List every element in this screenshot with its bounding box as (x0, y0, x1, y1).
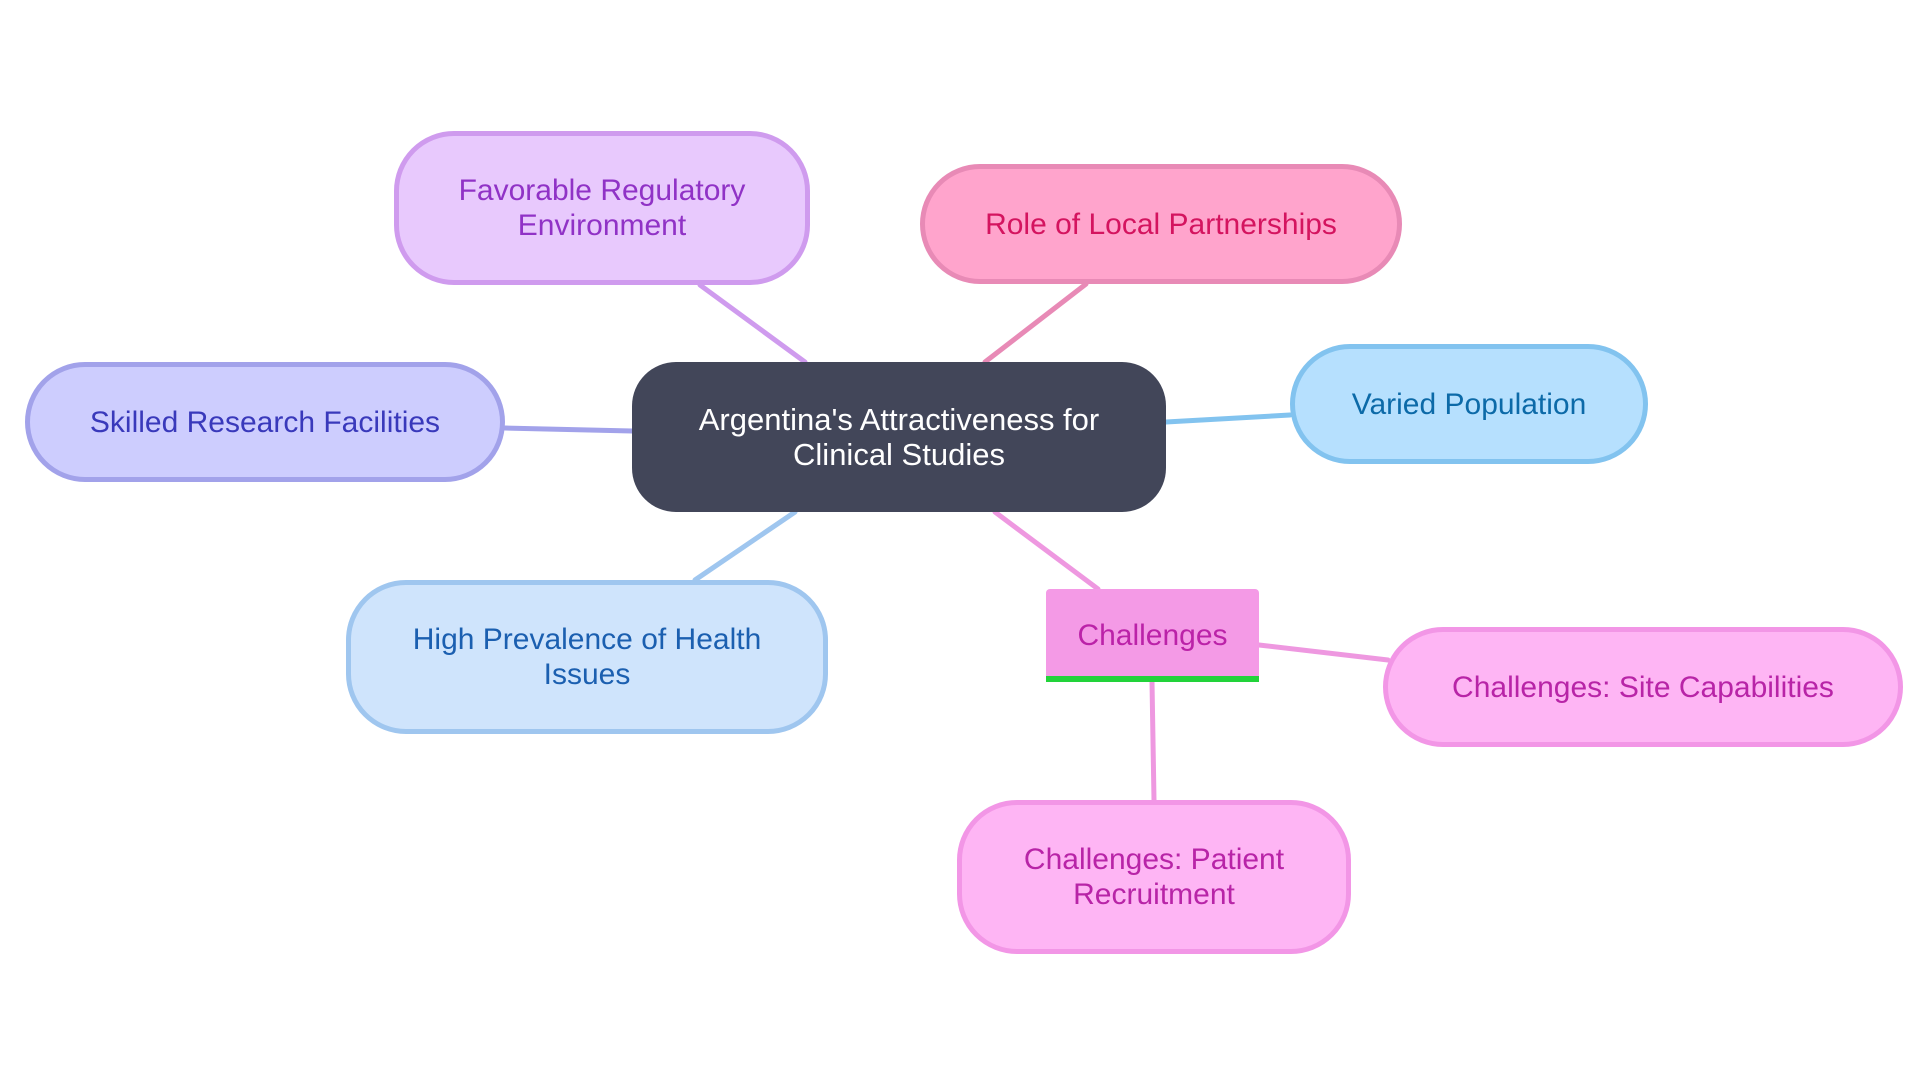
root-node: Argentina's Attractiveness for Clinical … (632, 362, 1166, 512)
edge-root-regulatory (697, 282, 808, 365)
node-label: Challenges (1077, 619, 1228, 652)
node-label: Favorable Regulatory Environment (458, 174, 746, 242)
node-label: Challenges: Site Capabilities (1452, 670, 1834, 704)
node-skilled-research-facilities: Skilled Research Facilities (25, 362, 505, 482)
challenges-underline-bar (1046, 676, 1259, 682)
node-label: Role of Local Partnerships (985, 207, 1337, 241)
edge-root-prevalence (692, 509, 798, 583)
node-label: Challenges: Patient Recruitment (1023, 843, 1285, 911)
edge-root-population (1163, 412, 1293, 425)
node-challenges: Challenges (1046, 589, 1259, 682)
node-high-prevalence-of-health-issues: High Prevalence of Health Issues (346, 580, 828, 734)
edge-root-partnerships (982, 281, 1089, 365)
node-label: High Prevalence of Health Issues (412, 623, 762, 691)
node-challenges-site-capabilities: Challenges: Site Capabilities (1383, 627, 1903, 747)
node-label: Varied Population (1351, 387, 1587, 421)
edge-root-facilities (502, 425, 635, 434)
node-role-of-local-partnerships: Role of Local Partnerships (920, 164, 1402, 284)
root-node-label: Argentina's Attractiveness for Clinical … (698, 402, 1100, 472)
edge-challenges-site (1256, 642, 1391, 663)
edge-root-challenges (992, 509, 1101, 592)
node-varied-population: Varied Population (1290, 344, 1648, 464)
node-challenges-patient-recruitment: Challenges: Patient Recruitment (957, 800, 1351, 954)
node-label: Skilled Research Facilities (89, 405, 441, 439)
node-favorable-regulatory-environment: Favorable Regulatory Environment (394, 131, 810, 285)
edge-challenges-recruitment (1149, 679, 1157, 803)
